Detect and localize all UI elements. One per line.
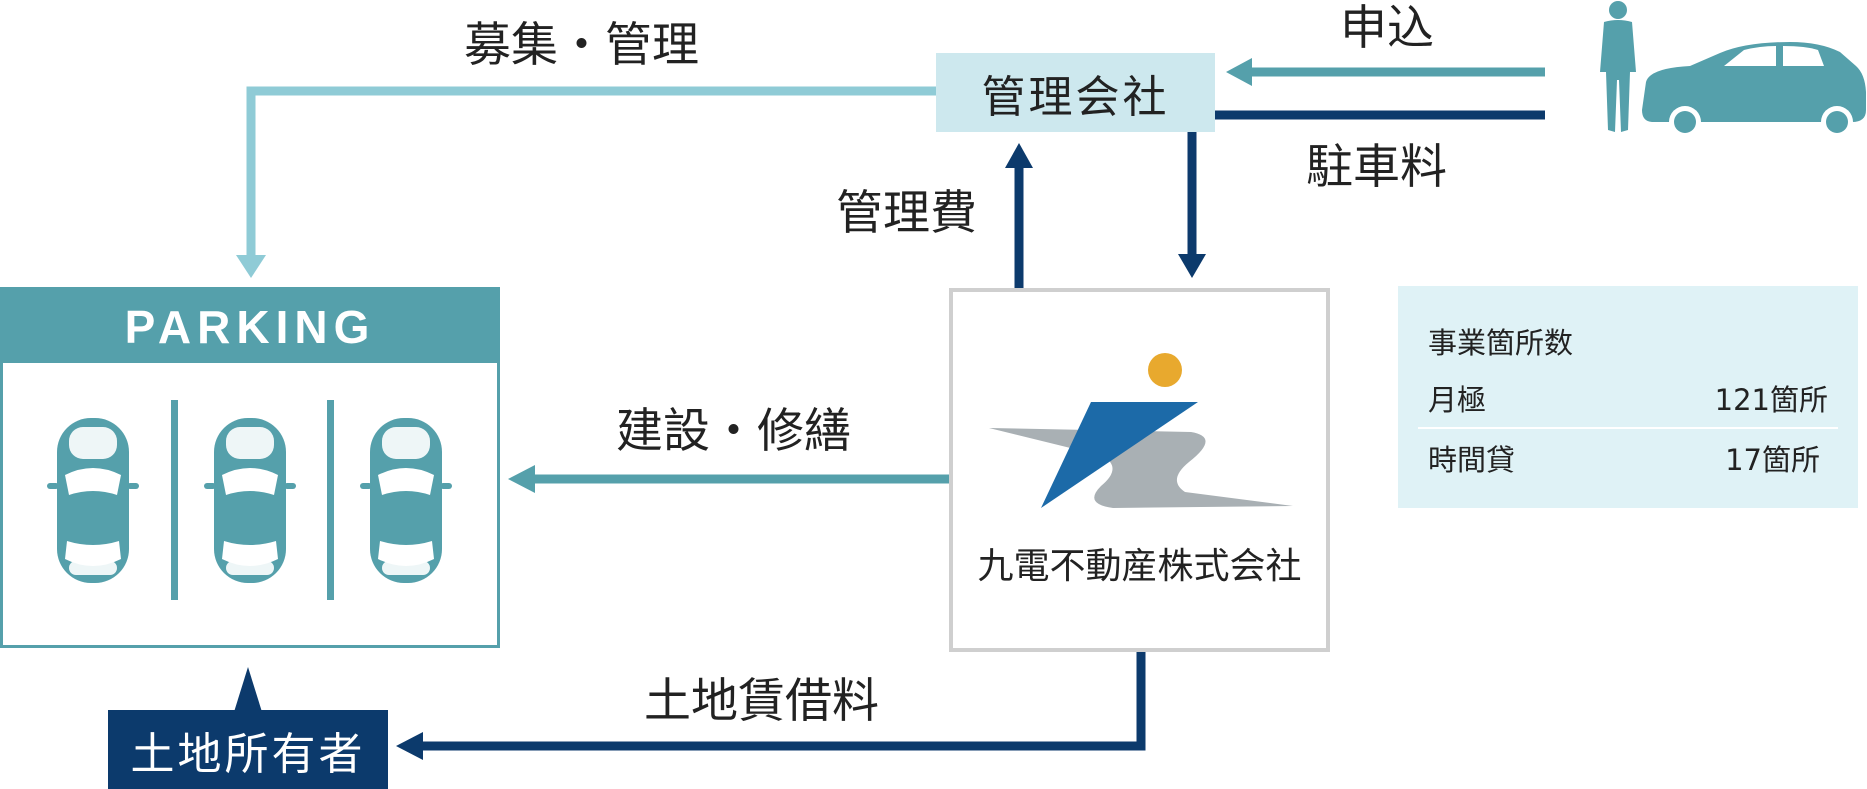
mgmt-fee-label: 管理費 — [836, 186, 977, 241]
info-row-label: 月極 — [1428, 383, 1487, 417]
info-row-value: 121箇所 — [1714, 383, 1828, 417]
apply-arrow — [1226, 58, 1545, 86]
land-rent-arrow — [396, 652, 1146, 760]
logo-bolt — [1041, 402, 1198, 508]
lane-divider — [327, 400, 334, 600]
company-name: 九電不動産株式会社 — [977, 546, 1302, 587]
person-icon — [1600, 1, 1636, 132]
car-icon — [1642, 42, 1866, 138]
info-row-label: 時間貸 — [1428, 443, 1516, 477]
car-top-icon — [47, 418, 139, 583]
info-row-hourly: 時間貸 17箇所 — [1428, 438, 1828, 478]
company-logo — [989, 353, 1293, 508]
info-divider — [1418, 427, 1838, 429]
parking-title: PARKING — [3, 290, 497, 363]
recruit-arrow — [236, 86, 936, 278]
info-row-value: 17箇所 — [1725, 443, 1820, 477]
company-box: 九電不動産株式会社 — [949, 288, 1330, 652]
info-row-monthly: 月極 121箇所 — [1428, 378, 1828, 418]
car-top-icon — [204, 418, 296, 583]
recruit-manage-label: 募集・管理 — [464, 18, 699, 73]
car-top-icon — [360, 418, 452, 583]
land-owner-box: 土地所有者 — [108, 710, 388, 789]
parking-box: PARKING — [0, 287, 500, 648]
management-company-box: 管理会社 — [936, 53, 1215, 132]
construction-arrow — [508, 465, 949, 493]
mgmt-fee-arrow — [1005, 143, 1033, 288]
owner-pointer — [234, 667, 262, 712]
construction-label: 建設・修繕 — [616, 404, 851, 459]
apply-label: 申込 — [1340, 1, 1434, 56]
land-rent-label: 土地賃借料 — [644, 674, 879, 729]
parking-lot-illustration — [47, 400, 452, 600]
lane-divider — [171, 400, 178, 600]
logo-sun — [1148, 353, 1182, 387]
business-count-panel: 事業箇所数 月極 121箇所 時間貸 17箇所 — [1398, 286, 1858, 508]
logo-swoosh — [989, 428, 1293, 508]
info-title: 事業箇所数 — [1428, 326, 1574, 360]
parking-fee-label: 駐車料 — [1306, 140, 1447, 195]
